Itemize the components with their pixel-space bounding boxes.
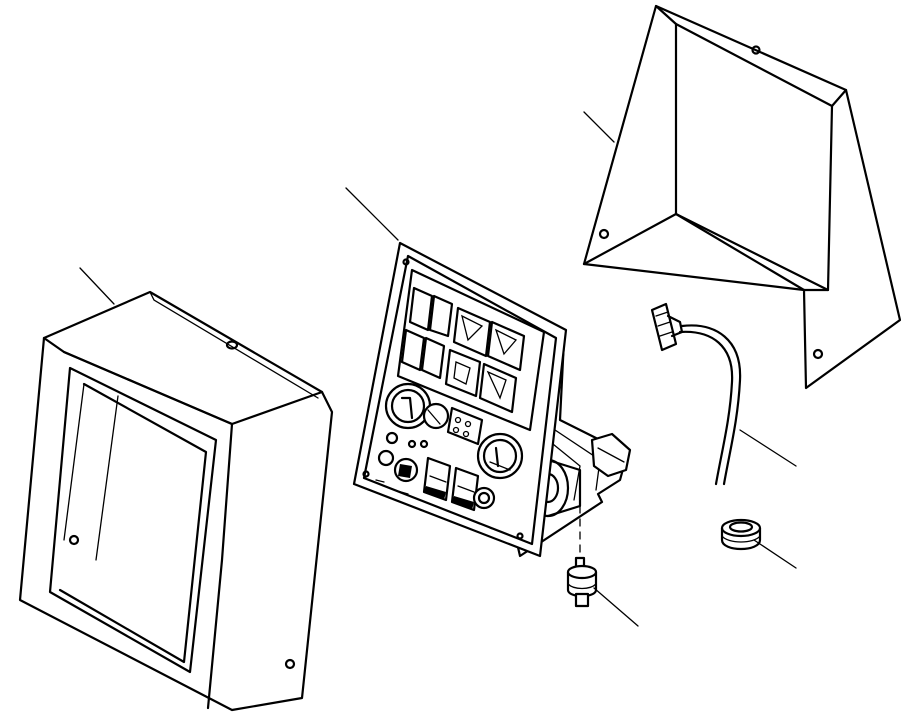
wiring-harness-connector — [650, 302, 742, 486]
leader-line-rear-hood — [583, 111, 615, 143]
rear-hood-cover — [582, 4, 901, 390]
rubber-grommet — [720, 518, 762, 551]
instrument-panel — [352, 241, 632, 558]
leader-line-front-housing — [79, 267, 115, 305]
leader-line-instrument-panel — [345, 187, 399, 241]
front-housing-cover — [18, 290, 334, 712]
leader-line-grommet — [753, 539, 797, 569]
anti-vibration-mount — [566, 505, 598, 608]
leader-line-mount — [593, 587, 639, 627]
leader-line-wiring-harness — [739, 429, 797, 467]
